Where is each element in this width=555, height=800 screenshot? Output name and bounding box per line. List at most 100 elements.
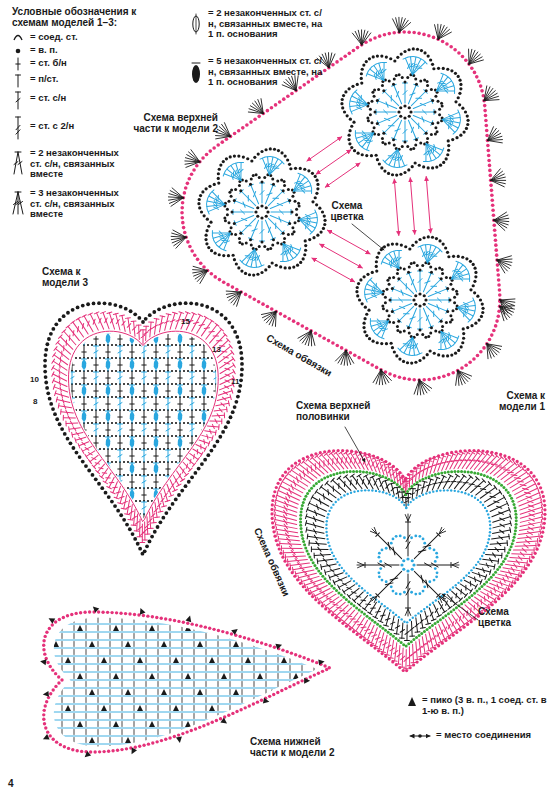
- stitch-symbol: [392, 84, 404, 104]
- chain-dot: [83, 435, 85, 437]
- chain-dot: [479, 298, 482, 301]
- chain-dot: [418, 292, 421, 295]
- chain-dot: [473, 291, 476, 294]
- chain-dot: [293, 230, 296, 233]
- chain-dot: [367, 309, 370, 312]
- chain-dot: [327, 339, 331, 343]
- chain-dot: [392, 276, 395, 279]
- chain-dot: [415, 241, 418, 244]
- chain-dot: [207, 246, 210, 249]
- chain-dot: [226, 283, 230, 287]
- chain-dot: [111, 435, 113, 437]
- chain-dot: [407, 326, 410, 329]
- chain-dot: [91, 448, 93, 450]
- chain-dot: [275, 264, 278, 267]
- chain-dot: [297, 202, 300, 205]
- chain-dot: [237, 155, 240, 158]
- chain-dot: [264, 268, 267, 271]
- stitch-top: [449, 345, 453, 348]
- stitch-bar: [399, 305, 404, 310]
- chain-dot: [480, 89, 484, 93]
- chain-dot: [432, 36, 436, 40]
- chain-dot: [399, 115, 402, 118]
- chain-dot: [261, 181, 264, 184]
- chain-dot: [401, 145, 404, 148]
- chain-dot: [197, 202, 200, 205]
- chain-dot: [263, 176, 266, 179]
- chain-dot: [390, 342, 393, 345]
- chain-dot: [315, 203, 318, 206]
- chain-dot: [315, 179, 318, 182]
- chain-dot: [195, 435, 197, 437]
- chain-dot: [103, 448, 105, 450]
- chain-dot: [226, 208, 229, 211]
- chain-dot: [127, 331, 129, 333]
- chain-dot: [115, 370, 117, 372]
- chain-dot: [375, 260, 378, 263]
- join-mark: [307, 137, 342, 161]
- chain-dot: [252, 297, 256, 301]
- chain-dot: [383, 169, 386, 172]
- chain-dot: [458, 79, 461, 82]
- chain-dot: [392, 31, 396, 35]
- chain-dot: [287, 317, 291, 321]
- chain-dot: [71, 344, 73, 346]
- chain-dot: [222, 160, 225, 163]
- chain-dot: [457, 96, 460, 99]
- chain-dot: [147, 396, 149, 398]
- chain-dot: [280, 178, 283, 181]
- chain-dot: [135, 396, 137, 398]
- chain-dot: [249, 183, 252, 186]
- chain-dot: [256, 273, 259, 276]
- chain-dot: [442, 354, 445, 357]
- chain-dot: [230, 226, 233, 229]
- stitch-top: [434, 157, 438, 160]
- chain-dot: [399, 106, 402, 109]
- chain-dot: [383, 33, 387, 37]
- chain-dot: [474, 322, 477, 325]
- chain-dot: [462, 337, 465, 340]
- chain-dot: [375, 270, 378, 273]
- chain-dot: [331, 63, 335, 67]
- chain-dot: [312, 236, 315, 239]
- chain-dot: [359, 278, 362, 281]
- chain-dot: [199, 396, 201, 398]
- chain-dot: [175, 370, 177, 372]
- chain-dot: [395, 243, 398, 246]
- chain-dot: [437, 376, 441, 380]
- chain-dot: [369, 38, 373, 42]
- fan-stitch: [491, 180, 506, 183]
- stitch-top: [307, 179, 310, 183]
- chain-dot: [412, 298, 415, 301]
- chain-dot: [432, 67, 435, 70]
- chain-dot: [87, 344, 89, 346]
- chain-dot: [456, 293, 459, 296]
- chain-dot: [370, 154, 373, 157]
- chain-dot: [190, 172, 194, 176]
- chain-dot: [255, 173, 258, 176]
- stitch-top: [370, 324, 371, 329]
- chain-dot: [377, 88, 380, 91]
- chain-dot: [482, 346, 486, 350]
- stitch-symbol: [377, 99, 397, 111]
- chain-dot: [205, 234, 208, 237]
- chain-dot: [409, 110, 412, 113]
- chain-dot: [462, 332, 465, 335]
- chain-dot: [271, 177, 274, 180]
- stitch-top: [212, 236, 213, 241]
- chain-dot: [408, 115, 411, 118]
- chain-dot: [418, 238, 421, 241]
- chain-dot: [323, 223, 326, 226]
- chain-dot: [441, 325, 444, 328]
- chain-dot: [415, 138, 418, 141]
- chain-dot: [186, 182, 190, 186]
- chain-dot: [490, 189, 494, 193]
- stitch-top: [412, 355, 417, 356]
- chain-dot: [440, 320, 443, 323]
- chain-dot: [322, 227, 325, 230]
- chain-dot: [447, 149, 450, 152]
- chain-dot: [487, 154, 491, 158]
- chain-dot: [238, 237, 241, 240]
- chain-dot: [239, 232, 242, 235]
- chain-dot: [135, 344, 137, 346]
